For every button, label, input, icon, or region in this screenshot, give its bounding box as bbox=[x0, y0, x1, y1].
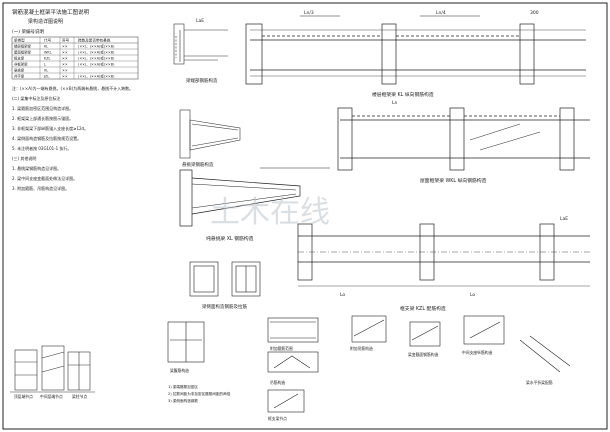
table-cell: ×× bbox=[62, 63, 68, 67]
wkl-beam-elevation bbox=[337, 107, 590, 171]
table-cell: ×× bbox=[62, 45, 68, 49]
notes-section-heading: (一) 梁编号说明 bbox=[12, 28, 44, 35]
detail-label-lae: LaE bbox=[196, 18, 204, 24]
col-label-2: 中间层端节点 bbox=[40, 394, 63, 399]
kzl-title: 框支梁 KZL 配筋构造 bbox=[400, 305, 446, 312]
table-cell: (××)、(××A)或(××B) bbox=[78, 50, 115, 55]
table-cell: ×× bbox=[62, 57, 68, 61]
table-cell: ×× bbox=[62, 51, 68, 55]
table-cell: (××)、(××A)或(××B) bbox=[78, 44, 115, 49]
label-lae-right: LaE bbox=[560, 216, 568, 222]
notes-line: 1. 悬挑梁钢筋构造见详图。 bbox=[12, 165, 61, 171]
table-header-type: 梁类型 bbox=[14, 38, 25, 43]
notes-title: 钢筋混凝土框架平法施工图说明 bbox=[12, 8, 90, 16]
notes-line: 4. 梁侧面构造钢筋及拉筋按规范设置。 bbox=[12, 135, 81, 141]
table-cell: KZL bbox=[44, 57, 51, 61]
table-cell: 非框架梁 bbox=[14, 62, 28, 67]
table-cell: XL bbox=[44, 69, 48, 73]
table-header-spans: 跨数及是否带有悬挑 bbox=[78, 38, 111, 43]
middle-title: 梁侧面构造钢筋及拉筋 bbox=[202, 303, 247, 310]
table-cell: (××)、(××A)或(××B) bbox=[78, 62, 115, 67]
notes-line: 5. 未注明者按 03G101-1 执行。 bbox=[12, 145, 71, 151]
table-cell: 框支梁 bbox=[14, 56, 25, 61]
col-label-1: 顶层端节点 bbox=[14, 394, 33, 399]
table-cell: 井字梁 bbox=[14, 74, 25, 79]
table-cell: 屋面框架梁 bbox=[14, 50, 32, 55]
table-cell: WKL bbox=[44, 51, 52, 55]
notes-panel: 钢筋混凝土框架平法施工图说明 梁构造详图说明 (一) 梁编号说明 梁类型 代号 … bbox=[10, 8, 139, 399]
table-cell: 楼层框架梁 bbox=[14, 44, 32, 49]
detail-left-title-1: 梁端部钢筋构造 bbox=[186, 77, 218, 84]
notes-line: 3. 非框架梁下部纵筋锚入支座长度≥12d。 bbox=[12, 125, 88, 131]
watermark: 土木在线 bbox=[210, 195, 330, 230]
label-lo-2: Lo bbox=[470, 292, 475, 298]
notes-line: 注：(××A)为一端有悬挑，(××B)为两端有悬挑，悬挑不计入跨数。 bbox=[12, 85, 133, 91]
beam-side-sections bbox=[189, 261, 261, 297]
table-cell: ×× bbox=[62, 75, 68, 79]
notes-line: 3. 附加箍筋、吊筋构造见详图。 bbox=[12, 185, 69, 191]
annotation-3: 3) 梁侧面构造钢筋 bbox=[168, 398, 198, 403]
step-label-2: 中间支座纵筋构造 bbox=[462, 350, 493, 355]
notes-line: 1. 梁箍筋加密区范围见构造详图。 bbox=[12, 105, 73, 111]
notes-line: 2. 梁中间支座变截面处做法见详图。 bbox=[12, 175, 77, 181]
table-cell: L bbox=[44, 63, 46, 67]
notes-line: (三) 其他说明 bbox=[12, 155, 36, 161]
notes-line: (二) 梁集中标注及原位标注 bbox=[12, 95, 60, 101]
hang-label: 附加吊筋构造 bbox=[350, 346, 373, 351]
table-cell: (××)、(××A)或(××B) bbox=[78, 74, 115, 79]
table-cell: ×× bbox=[62, 69, 68, 73]
table-header-number: 序号 bbox=[62, 38, 70, 43]
annotation-1: 1) 梁端箍筋加密区 bbox=[168, 384, 198, 389]
step-label-1: 梁变截面钢筋构造 bbox=[408, 352, 439, 357]
col-label-3: 梁柱节点 bbox=[72, 394, 87, 399]
table-header-code: 代号 bbox=[44, 38, 52, 43]
kzl-beam bbox=[297, 223, 590, 287]
label-ln3: Ln/3 bbox=[304, 10, 314, 16]
bottom-label-1: 梁腹筋构造 bbox=[170, 368, 189, 373]
column-detail-sketches bbox=[10, 345, 95, 393]
label-ln: Ln bbox=[392, 100, 398, 106]
kl-title: 楼层框架梁 KL 纵向钢筋构造 bbox=[372, 91, 434, 98]
table-cell: (××)、(××A)或(××B) bbox=[78, 56, 115, 61]
annotation-2: 2) 拉筋间距为非加密区箍筋间距的两倍 bbox=[168, 391, 231, 396]
cantilever-detail bbox=[179, 109, 241, 159]
wkl-title: 屋面框架梁 WKL 纵向钢筋构造 bbox=[420, 177, 487, 184]
table-cell: KL bbox=[44, 45, 48, 49]
xl-title: 纯悬挑梁 XL 钢筋构造 bbox=[206, 235, 254, 242]
notes-line: 2. 框架梁上部通长筋按图示锚固。 bbox=[12, 115, 73, 121]
bottom-label-3: 框支梁节点 bbox=[268, 416, 287, 421]
bend-label: 梁水平折梁配筋 bbox=[526, 380, 553, 385]
hinge-label: 附加箍筋范围 bbox=[270, 346, 293, 351]
table-cell: 悬挑梁 bbox=[14, 68, 25, 73]
kl-beam-elevation bbox=[245, 15, 586, 85]
label-ln4: Ln/4 bbox=[436, 10, 446, 16]
notes-subtitle: 梁构造详图说明 bbox=[28, 18, 63, 25]
beam-code-table: 梁类型 代号 序号 跨数及是否带有悬挑 楼层框架梁 KL ×× (××)、(××A)或… bbox=[11, 36, 139, 80]
notes-lines: 注：(××A)为一端有悬挑，(××B)为两端有悬挑，悬挑不计入跨数。 (二) 梁集… bbox=[12, 85, 133, 191]
table-cell: JZL bbox=[43, 75, 49, 79]
bottom-details bbox=[167, 315, 571, 413]
detail-left-title-2: 悬挑梁钢筋构造 bbox=[182, 161, 214, 168]
label-300: 300 bbox=[530, 10, 539, 16]
xl-cantilever bbox=[179, 167, 330, 227]
label-lo-1: Lo bbox=[340, 292, 345, 298]
bottom-label-2: 吊筋构造 bbox=[270, 380, 285, 385]
end-support-detail bbox=[173, 23, 228, 65]
